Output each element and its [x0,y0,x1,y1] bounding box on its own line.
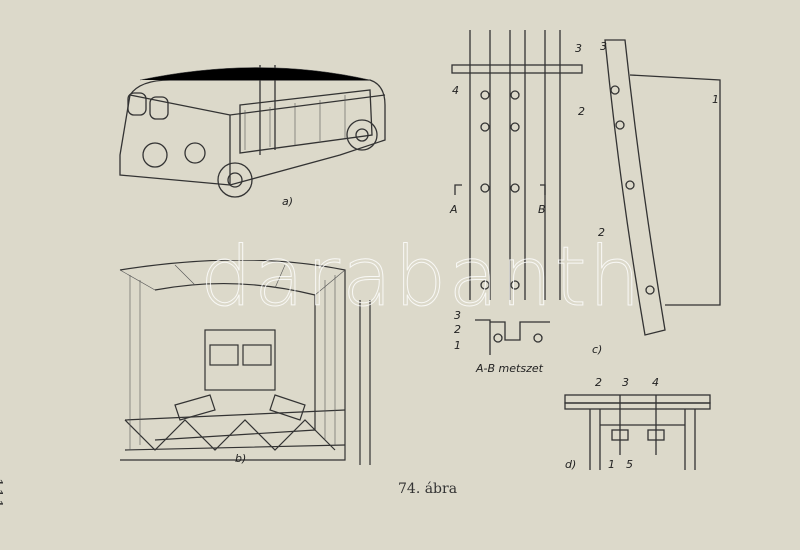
page-number: 111 [0,478,6,510]
watermark: darabanth [200,230,643,326]
part-5-label: 5 [626,458,633,471]
label-c: c) [592,343,603,356]
floor-joint-drawing [564,394,711,470]
label-d: d) [565,458,577,471]
label-a: a) [282,195,294,208]
bus-frame-interior-drawing [119,260,371,465]
section-ab-drawing [475,319,550,355]
label-b: b) [235,452,247,465]
section-mark-a: A [450,203,458,216]
section-ab-label: A-B metszet [476,362,543,375]
part-3-label: 3 [600,40,607,53]
part-3-label: 3 [575,42,582,55]
part-3-label: 3 [454,309,461,322]
part-2-label: 2 [598,226,605,239]
part-1-label: 1 [454,339,461,352]
part-2-label: 2 [578,105,585,118]
part-1-label: 1 [608,458,615,471]
pillar-joint-drawing [451,30,721,336]
part-3-label: 3 [622,376,629,389]
bus-cutaway-drawing [119,65,386,198]
figure-caption: 74. ábra [398,481,458,497]
part-2-label: 2 [595,376,602,389]
part-4-label: 4 [452,84,459,97]
part-4-label: 4 [652,376,659,389]
part-2-label: 2 [454,323,461,336]
part-1-label: 1 [712,93,719,106]
section-mark-b: B [538,203,546,216]
